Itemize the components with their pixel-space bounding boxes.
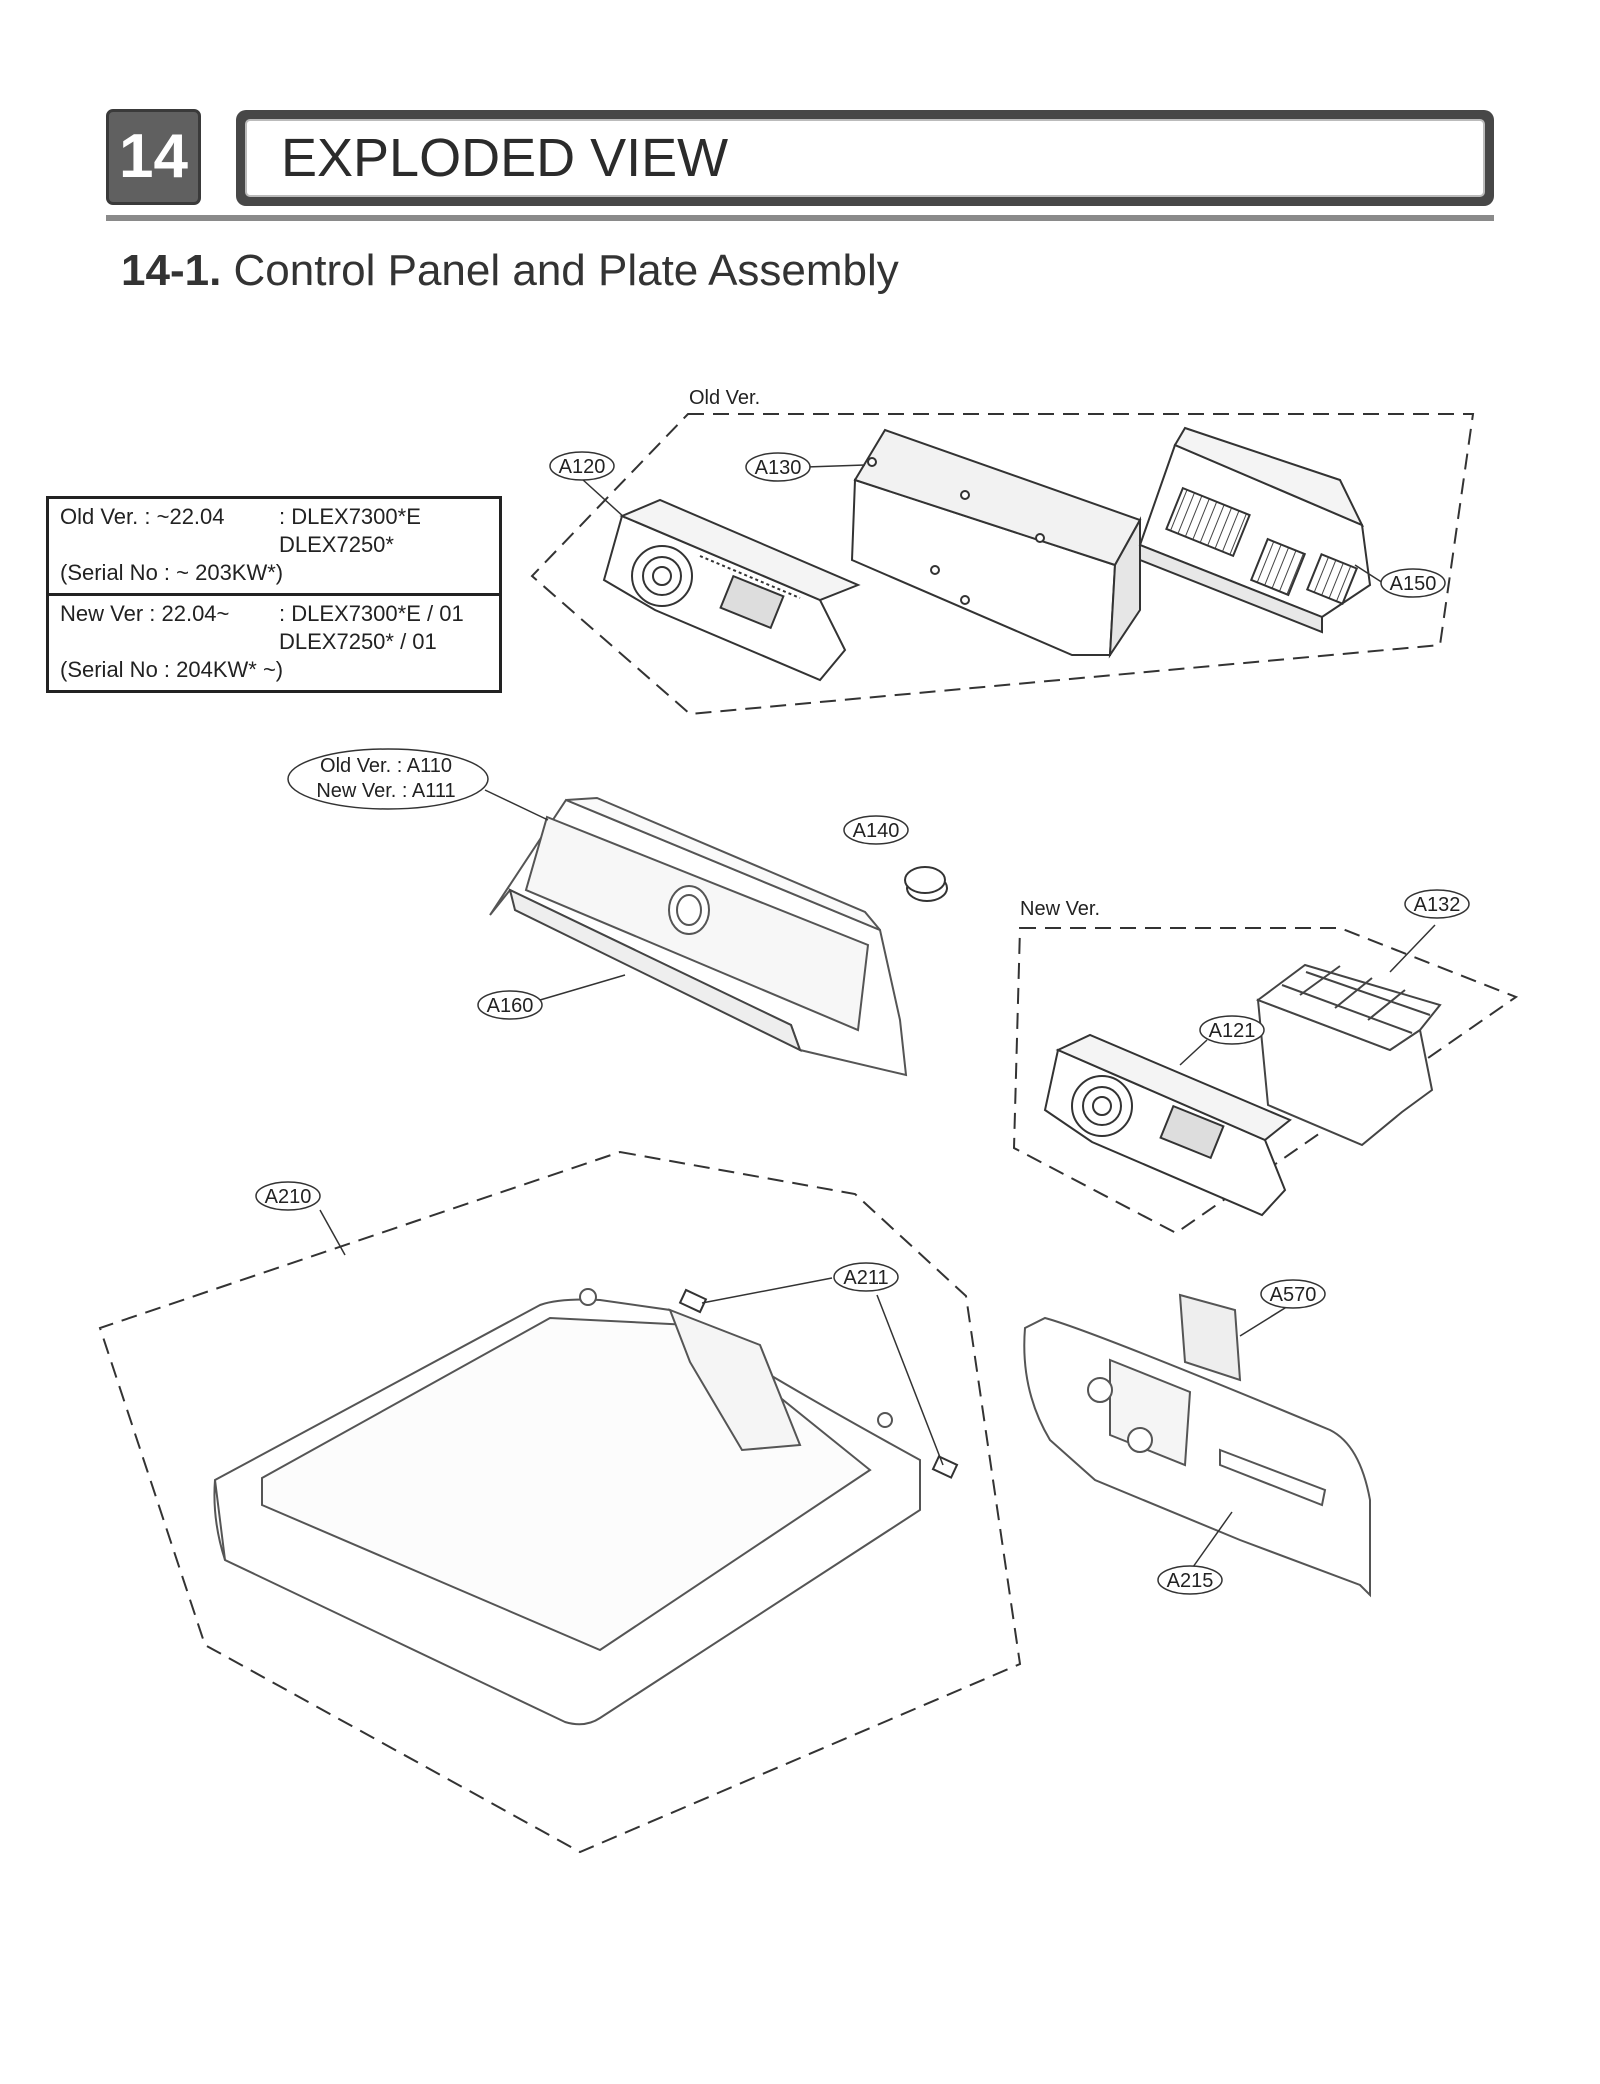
callout-label: A140 bbox=[853, 820, 900, 842]
callout-a160: A160 bbox=[477, 990, 543, 1020]
version-row-new: New Ver : 22.04~ : DLEX7300*E / 01 DLEX72… bbox=[49, 593, 499, 690]
callout-label: A210 bbox=[265, 1186, 312, 1208]
pcb-cover-a130 bbox=[850, 428, 1142, 659]
knob-a140 bbox=[904, 866, 948, 902]
callout-a132: A132 bbox=[1404, 889, 1470, 919]
callout-label: A121 bbox=[1209, 1020, 1256, 1042]
callout-label: Old Ver. : A110 bbox=[320, 755, 452, 777]
a210-group-outline bbox=[98, 1150, 1022, 1854]
title-frame: EXPLODED VIEW bbox=[236, 110, 1494, 206]
callout-a215: A215 bbox=[1157, 1565, 1223, 1595]
section-number: 14-1. bbox=[121, 246, 222, 295]
version-line: (Serial No : ~ 203KW*) bbox=[60, 559, 489, 587]
page-title: EXPLODED VIEW bbox=[245, 119, 1485, 197]
chapter-number-badge: 14 bbox=[106, 109, 201, 205]
version-line: (Serial No : 204KW* ~) bbox=[60, 656, 489, 684]
pcb-assembly-a121 bbox=[1043, 1033, 1292, 1217]
version-cell: (Serial No : 204KW* ~) bbox=[60, 657, 284, 682]
callout-label: A120 bbox=[559, 456, 606, 478]
version-line: New Ver : 22.04~ : DLEX7300*E / 01 bbox=[60, 600, 489, 628]
callout-label: A215 bbox=[1167, 1570, 1214, 1592]
version-line: Old Ver. : ~22.04 : DLEX7300*E bbox=[60, 503, 489, 531]
version-cell: New Ver : 22.04~ bbox=[60, 601, 230, 626]
version-row-old: Old Ver. : ~22.04: DLEX7300*E DLEX7250* … bbox=[49, 499, 499, 593]
section-title: Control Panel and Plate Assembly bbox=[233, 246, 899, 295]
back-panel-a215 bbox=[1023, 1293, 1371, 1598]
version-cell: (Serial No : ~ 203KW*) bbox=[60, 560, 284, 585]
version-cell: : DLEX7300*E bbox=[279, 504, 421, 529]
panel-strip-a160 bbox=[508, 888, 802, 1052]
version-cell: Old Ver. : ~22.04 bbox=[60, 504, 225, 529]
version-cell: : DLEX7300*E / 01 bbox=[279, 601, 464, 626]
callout-a210: A210 bbox=[255, 1181, 321, 1211]
new-ver-label: New Ver. bbox=[1020, 898, 1100, 920]
callout-label: A150 bbox=[1390, 573, 1437, 595]
top-plate-a210 bbox=[213, 1288, 921, 1726]
callout-label: A132 bbox=[1414, 894, 1461, 916]
control-panel-a110-a111 bbox=[489, 796, 908, 1077]
callout-a140: A140 bbox=[843, 815, 909, 845]
callout-a570: A570 bbox=[1260, 1279, 1326, 1309]
callout-a110-a111: Old Ver. : A110 New Ver. : A111 bbox=[287, 748, 489, 810]
callout-a120: A120 bbox=[549, 451, 615, 481]
version-cell: DLEX7250* bbox=[279, 532, 394, 557]
version-cell: DLEX7250* / 01 bbox=[279, 629, 437, 654]
pcb-housing-a150 bbox=[1138, 426, 1372, 634]
version-line: DLEX7250* bbox=[60, 531, 489, 559]
leader-lines bbox=[319, 464, 1436, 1568]
pcb-cover-a132 bbox=[1255, 963, 1442, 1147]
pcb-assembly-a120 bbox=[602, 498, 861, 682]
callout-label: A570 bbox=[1270, 1284, 1317, 1306]
old-ver-label: Old Ver. bbox=[689, 387, 760, 409]
callout-label: A130 bbox=[755, 457, 802, 479]
callout-a130: A130 bbox=[745, 452, 811, 482]
version-line: DLEX7250* / 01 bbox=[60, 628, 489, 656]
header-rule bbox=[106, 215, 1494, 221]
callout-a121: A121 bbox=[1199, 1015, 1265, 1045]
section-heading: 14-1. Control Panel and Plate Assembly bbox=[121, 246, 899, 296]
version-table: Old Ver. : ~22.04 : DLEX7300*E DLEX7250* … bbox=[46, 496, 502, 693]
clip-a211 bbox=[678, 1288, 959, 1479]
old-ver-group-outline bbox=[530, 413, 1475, 716]
callout-label: A160 bbox=[487, 995, 534, 1017]
callout-label: A211 bbox=[843, 1267, 888, 1289]
callout-label: New Ver. : A111 bbox=[316, 780, 455, 802]
callout-a211: A211 bbox=[833, 1262, 899, 1292]
callout-a150: A150 bbox=[1380, 568, 1446, 598]
